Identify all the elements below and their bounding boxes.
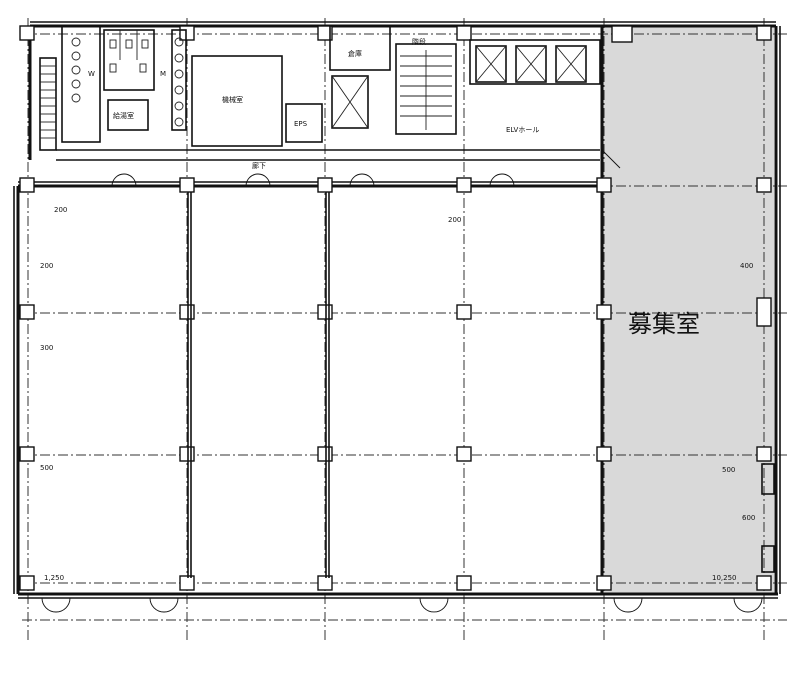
kitchen-label: 給湯室 [113, 111, 134, 120]
machine-room-label: 機械室 [222, 95, 243, 104]
interior-partitions [187, 192, 330, 578]
elevator-hall-label: ELVホール [506, 126, 539, 134]
corridor-label: 廊下 [252, 161, 266, 170]
dimension-left-3: 500 [40, 464, 53, 472]
dimension-top-2: 200 [448, 216, 461, 224]
doors [41, 149, 763, 613]
dimension-right-3: 600 [742, 514, 755, 522]
stairs-label: 階段 [412, 37, 426, 46]
storage-label: 倉庫 [348, 49, 362, 58]
dimension-right-2: 500 [722, 466, 735, 474]
vacancy-label: 募集室 [628, 310, 700, 338]
dimension-left-1: 200 [40, 262, 53, 270]
dimension-right-bottom: 10,250 [712, 574, 737, 582]
dimension-left-bottom: 1,250 [44, 574, 64, 582]
men-wc-label: M [160, 70, 166, 78]
vacancy-area[interactable] [602, 26, 774, 594]
eps-label: EPS [294, 120, 308, 128]
women-wc-label: W [88, 70, 95, 78]
dimension-left-2: 300 [40, 344, 53, 352]
core-area: W M 給湯室 機械室 EPS 廊下 倉庫 [39, 25, 601, 170]
dimension-top-1: 200 [54, 206, 67, 214]
dimension-labels: 200 200 200 300 500 1,250 400 500 600 10… [40, 206, 755, 582]
dimension-right-1: 400 [740, 262, 753, 270]
